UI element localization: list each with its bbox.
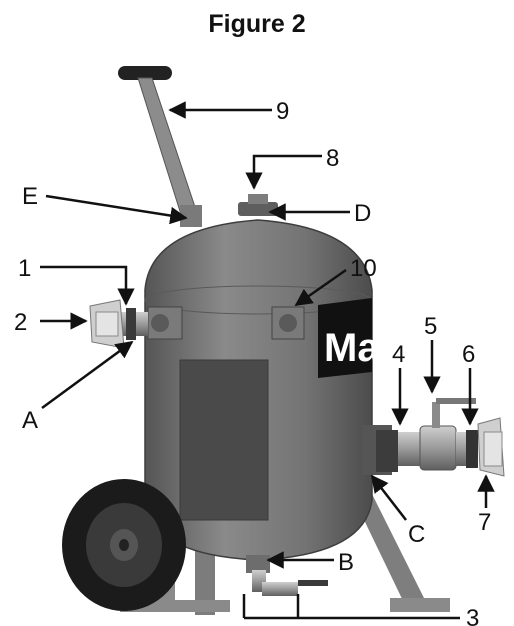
callout-2: 2 [14,309,27,336]
callout-8: 8 [326,145,339,172]
left-inlet-coupling [89,299,148,349]
brand-logo: Ma [318,298,380,378]
callout-10: 10 [350,255,377,282]
hex-plug-left [147,306,183,340]
callout-9: 9 [276,98,289,125]
callout-4: 4 [392,341,405,368]
callout-7: 7 [478,509,491,536]
metering-valve [246,555,328,596]
callout-C: C [408,521,425,548]
callout-5: 5 [424,313,437,340]
callout-1: 1 [18,255,31,282]
callout-D: D [354,200,371,227]
callout-E: E [22,183,38,210]
figure-title: Figure 2 [208,10,306,38]
hex-plug-right [271,306,305,340]
outlet-valve-assembly [362,398,505,477]
logo-text: Ma [324,326,380,370]
wheel [62,479,186,611]
push-handle [118,66,202,227]
callout-lines [40,101,495,620]
callout-3: 3 [466,605,479,626]
tank-panel [179,359,269,521]
callout-A: A [22,407,38,434]
pressure-tank [144,219,373,561]
fill-cap [238,194,278,216]
callout-B: B [338,549,354,576]
callout-6: 6 [462,341,475,368]
